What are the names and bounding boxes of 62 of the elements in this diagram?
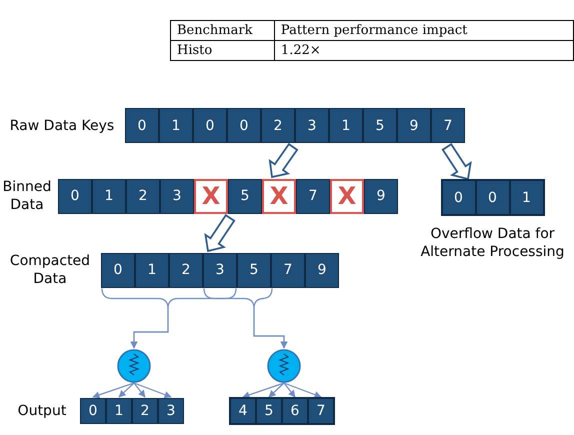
arrow: [284, 382, 322, 398]
arrow: [118, 382, 134, 398]
data-cell: 3: [160, 178, 194, 214]
arrow: [134, 382, 146, 398]
data-cell: 2: [126, 178, 160, 214]
data-cell: 2: [132, 398, 158, 424]
arrow: [268, 382, 284, 398]
data-cell: 7: [431, 108, 465, 143]
data-cell: 0: [58, 178, 92, 214]
data-cell: 0: [442, 180, 476, 215]
data-cell: 0: [80, 398, 106, 424]
data-cell: 5: [237, 252, 271, 288]
thread-circle: [117, 349, 151, 383]
data-cell: 3: [295, 108, 329, 143]
data-cell: 1: [510, 180, 544, 215]
data-cell: 0: [101, 252, 135, 288]
table-header-cell: Benchmark: [170, 20, 274, 40]
row-label: Binned Data: [2, 178, 52, 214]
data-cell: 0: [227, 108, 261, 143]
row-label: Raw Data Keys: [8, 116, 116, 134]
data-cell: 7: [308, 398, 334, 424]
thread-circle: [267, 349, 301, 383]
data-cell: 1: [135, 252, 169, 288]
data-cell: 1: [106, 398, 132, 424]
data-cell: 0: [125, 108, 159, 143]
data-cell: 6: [282, 398, 308, 424]
data-cell: 5: [363, 108, 397, 143]
node-label: Overflow Data for Alternate Processing: [420, 225, 566, 261]
arrow: [242, 382, 284, 398]
bracket-connector: [253, 288, 288, 349]
data-cell: 9: [305, 252, 339, 288]
data-cell: 1: [329, 108, 363, 143]
table-cell: 1.22×: [274, 40, 574, 60]
arrow: [92, 382, 134, 398]
bracket-connector: [130, 288, 237, 349]
data-cell: 2: [169, 252, 203, 288]
data-cell: 0: [193, 108, 227, 143]
block-arrow: [268, 142, 298, 178]
removed-cell: X: [194, 178, 228, 214]
data-cell: 9: [364, 178, 398, 214]
removed-cell: X: [262, 178, 296, 214]
data-cell: 1: [92, 178, 126, 214]
data-cell: 5: [228, 178, 262, 214]
data-cell: 4: [230, 398, 256, 424]
data-cell: 3: [203, 252, 237, 288]
data-cell: 9: [397, 108, 431, 143]
data-cell: 2: [261, 108, 295, 143]
data-cell: 1: [159, 108, 193, 143]
block-arrow: [442, 143, 472, 180]
arrow: [134, 382, 172, 398]
removed-cell: X: [330, 178, 364, 214]
row-label: Output: [16, 402, 68, 420]
block-arrow: [204, 214, 236, 252]
data-cell: 5: [256, 398, 282, 424]
data-cell: 3: [158, 398, 184, 424]
row-label: Compacted Data: [8, 252, 92, 288]
data-cell: 7: [271, 252, 305, 288]
table-header-cell: Pattern performance impact: [274, 20, 574, 40]
table-cell: Histo: [170, 40, 274, 60]
data-cell: 0: [476, 180, 510, 215]
arrow: [284, 382, 296, 398]
data-cell: 7: [296, 178, 330, 214]
